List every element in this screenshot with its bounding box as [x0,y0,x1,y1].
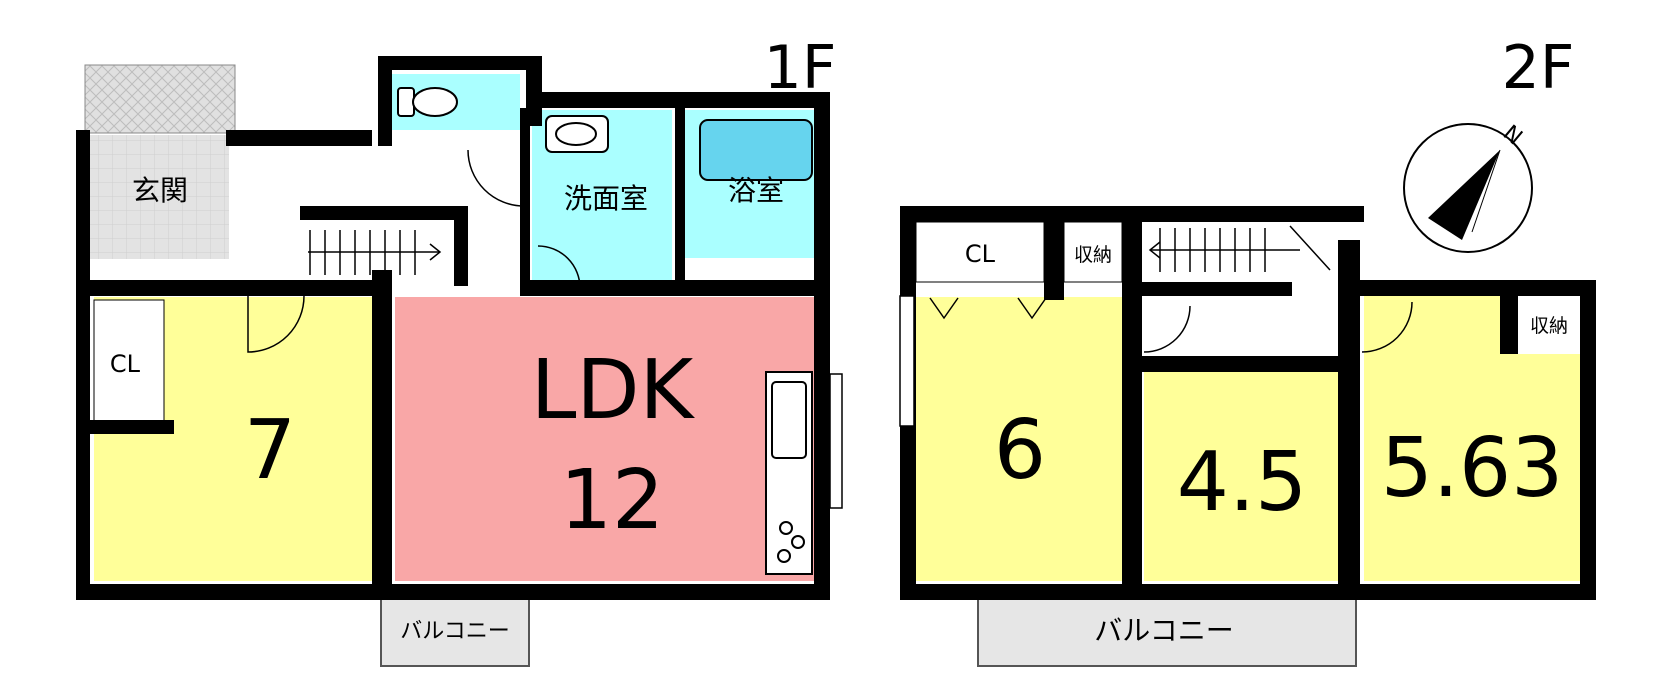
ldk-area [395,297,822,581]
balcony-label-2f: バルコニー [1094,614,1233,647]
closet-2f [915,221,1045,283]
first-floor: 1F 玄関 洗面室 浴室 CL 7 LDK 12 バルコニー [76,33,843,667]
toilet-fixture [397,87,458,117]
storage-2f-a [1063,221,1123,283]
door-swings-1f [247,149,581,353]
entrance-label: 玄関 [132,174,188,207]
balcony-label-1f: バルコニー [400,619,510,644]
sink-fixture [545,115,609,153]
room-a-size: 6 [994,403,1046,498]
window-ldk-east [829,373,843,509]
balcony-2f [977,595,1357,667]
room-c-size: 5.63 [1381,421,1564,516]
floor-label-1f: 1F [764,33,837,103]
second-floor: N 2F CL 収納 収納 6 4.5 5.63 バルコニー [899,33,1596,667]
bathtub-fixture [699,119,813,181]
door-swings-2f [929,297,1413,353]
ldk-size: 12 [560,453,664,548]
window-room-a-west [899,295,915,427]
floor-label-2f: 2F [1502,33,1575,103]
storage-label-2f-b: 収納 [1530,315,1568,337]
bath-label: 浴室 [728,174,784,207]
stairs-2f [1148,225,1331,272]
storage-c-area [1518,296,1580,354]
closet-area-1f [93,299,165,429]
room-a-area [916,297,1122,581]
western-room-size: 7 [244,403,296,498]
kitchen-counter [765,371,813,575]
room-b-size: 4.5 [1177,435,1307,530]
room-b-area [1144,372,1338,581]
compass-icon [1403,123,1533,253]
closet-label-2f: CL [965,240,996,268]
washroom-label: 洗面室 [564,182,648,215]
storage-label-2f-a: 収納 [1074,244,1112,266]
ldk-name: LDK [531,343,696,438]
closet-label-1f: CL [110,350,141,378]
stairs-1f [308,230,442,275]
porch [84,64,236,134]
entrance-area [89,135,229,259]
